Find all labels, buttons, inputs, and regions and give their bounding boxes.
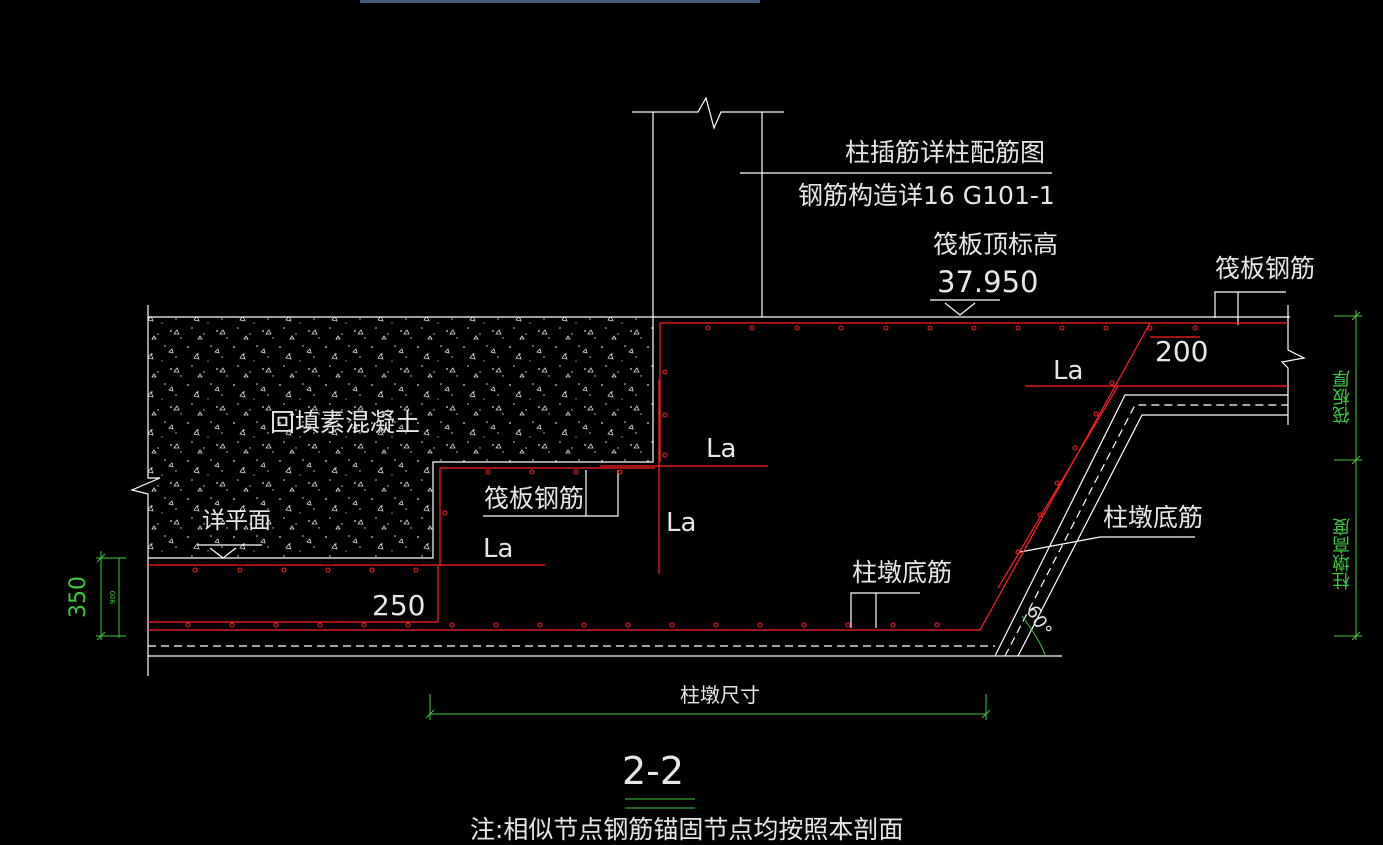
dimension-small: 900: [109, 590, 117, 604]
anchorage-length-la-2: La: [706, 434, 737, 464]
anchorage-length-la-3: La: [666, 508, 697, 538]
plan-reference-label: 详平面: [202, 508, 271, 534]
rebar-detail-reference: 钢筋构造详16 G101-1: [798, 181, 1055, 210]
raft-top-elevation-label: 筏板顶标高: [933, 230, 1059, 259]
section-note: 注:相似节点钢筋锚固节点均按照本剖面: [470, 815, 904, 844]
section-title: 2-2: [622, 749, 685, 793]
raft-rebar-label-left: 筏板钢筋: [484, 484, 585, 513]
column-dowel-note: 柱插筋详柱配筋图: [845, 138, 1046, 167]
pier-height-label: 柱墩高度: [1332, 518, 1353, 590]
pier-size-label: 柱墩尺寸: [680, 683, 760, 707]
dimension-200: 200: [1155, 335, 1209, 368]
window-title-bar-strip: [360, 0, 760, 3]
raft-thickness-label: 筏板厚: [1332, 370, 1353, 424]
dimension-250: 250: [372, 589, 426, 622]
raft-top-elevation-value: 37.950: [937, 265, 1039, 299]
backfill-concrete-label: 回填素混凝土: [270, 408, 421, 437]
backfill-concrete-hatch: [148, 317, 653, 558]
anchorage-length-la-1: La: [1053, 356, 1084, 386]
pier-bottom-rebar-label: 柱墩底筋: [852, 558, 953, 587]
pier-bottom-rebar-label-slope: 柱墩底筋: [1103, 503, 1204, 532]
dimension-350: 350: [66, 576, 91, 618]
section-outline: [130, 96, 1306, 676]
rebar-lines: [148, 322, 1288, 631]
anchorage-length-la-4: La: [483, 534, 514, 564]
dimension-lines: [96, 310, 1362, 809]
raft-rebar-label-right: 筏板钢筋: [1215, 254, 1316, 283]
rebar-dots: [185, 325, 1198, 628]
